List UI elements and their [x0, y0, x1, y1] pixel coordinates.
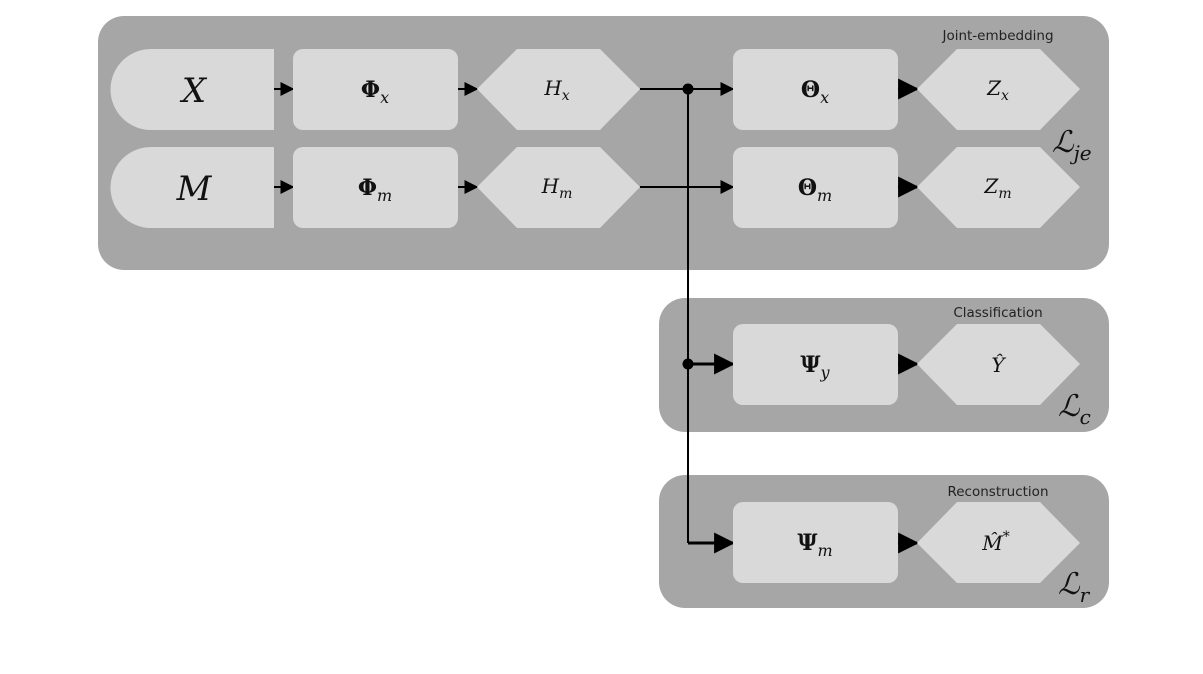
reconstruction-loss: ℒr	[1058, 567, 1091, 607]
branch-junction-top	[682, 83, 694, 95]
reconstruction-output-label: M̂*	[981, 529, 1009, 555]
projector-x-node	[733, 49, 898, 130]
encoder-m-node	[293, 147, 458, 228]
hidden-m-node	[477, 147, 640, 228]
input-m-label: M	[176, 169, 213, 209]
reconstruction-output-node	[917, 502, 1080, 583]
projector-m-label: Θm	[798, 175, 832, 205]
classification-loss: ℒc	[1058, 389, 1091, 429]
prediction-label: Ŷ	[991, 353, 1006, 377]
encoder-x-node	[293, 49, 458, 130]
classifier-label: Ψy	[800, 352, 830, 382]
prediction-node	[917, 324, 1080, 405]
encoder-x-label: Φx	[361, 77, 389, 107]
joint-embedding-loss: ℒje	[1052, 125, 1092, 165]
embedding-m-label: Zm	[983, 174, 1011, 202]
embedding-x-label: Zx	[986, 76, 1009, 104]
hidden-x-label: Hx	[543, 76, 569, 104]
input-m-node	[110, 147, 274, 228]
classifier-node	[733, 324, 898, 405]
projector-x-label: Θx	[801, 77, 829, 107]
encoder-m-label: Φm	[358, 175, 392, 205]
decoder-label: Ψm	[797, 530, 832, 560]
connections	[274, 78, 920, 554]
joint-embedding-title: Joint-embedding	[941, 28, 1053, 44]
hidden-x-node	[477, 49, 640, 130]
embedding-m-node	[917, 147, 1080, 228]
branch-junction-classifier	[682, 358, 694, 370]
embedding-x-node	[917, 49, 1080, 130]
input-x-node	[110, 49, 274, 130]
classification-title: Classification	[953, 305, 1042, 321]
reconstruction-title: Reconstruction	[947, 484, 1048, 500]
decoder-node	[733, 502, 898, 583]
hidden-m-label: Hm	[541, 174, 573, 202]
input-x-label: X	[179, 71, 208, 111]
projector-m-node	[733, 147, 898, 228]
